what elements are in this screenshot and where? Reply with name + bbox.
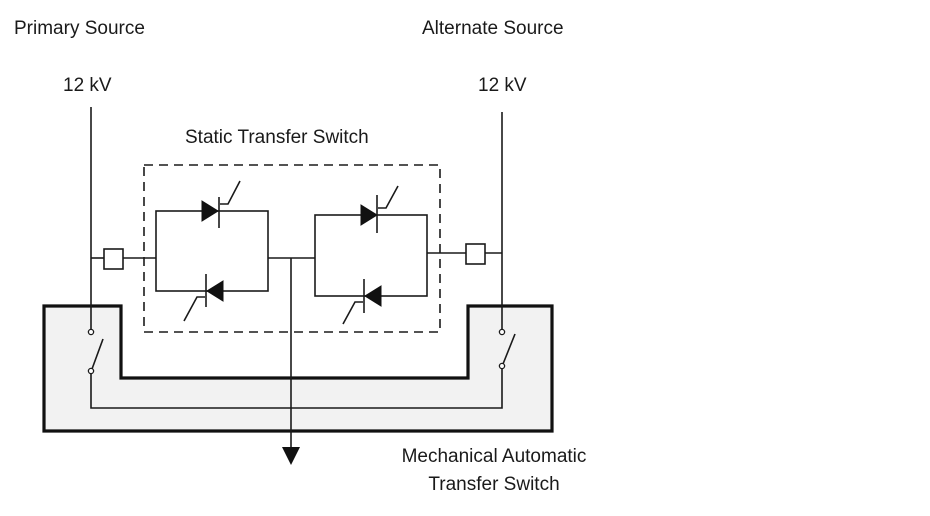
primary-source-label: Primary Source xyxy=(14,18,145,39)
right-thyristor-loop xyxy=(314,214,428,297)
left-thyristor-loop xyxy=(155,210,269,292)
thyristor-left-top xyxy=(201,180,241,228)
primary-voltage-label: 12 kV xyxy=(63,75,112,96)
thyristor-right-top xyxy=(360,185,399,233)
alternate-breaker xyxy=(465,243,486,265)
alternate-voltage-label: 12 kV xyxy=(478,75,527,96)
mats-tie-line xyxy=(90,366,503,409)
alternate-source-label: Alternate Source xyxy=(422,18,564,39)
primary-switch-contact-bottom xyxy=(87,367,95,375)
thyristor-left-bottom xyxy=(183,274,224,322)
mats-label-line1: Mechanical Automatic xyxy=(402,446,587,467)
thyristor-right-bottom xyxy=(342,279,382,325)
arrow-down-icon xyxy=(282,447,300,465)
alternate-switch-contact-bottom xyxy=(498,362,506,370)
alternate-switch-contact-top xyxy=(498,328,506,336)
primary-switch-blade xyxy=(91,338,104,370)
mats-enclosure xyxy=(42,304,554,433)
alternate-switch-blade xyxy=(502,333,516,365)
primary-switch-contact-top xyxy=(87,328,95,336)
mats-label-line2: Transfer Switch xyxy=(428,474,559,495)
primary-breaker xyxy=(103,248,124,270)
sts-enclosure xyxy=(143,164,441,333)
sts-title: Static Transfer Switch xyxy=(185,127,369,148)
